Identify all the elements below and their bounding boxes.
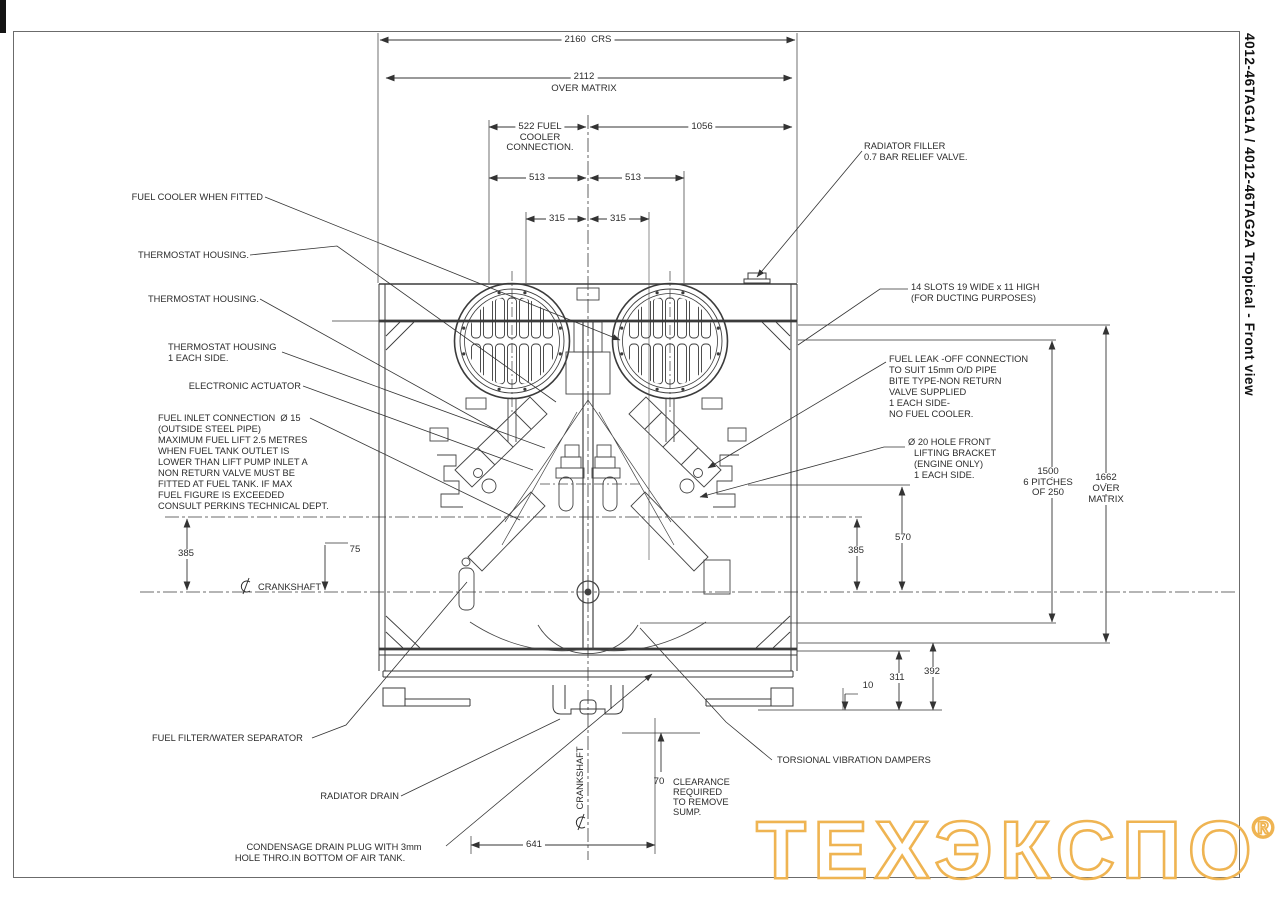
radiator-filler-cap <box>740 272 772 285</box>
label-fuel-inlet-5: LOWER THAN LIFT PUMP INLET A <box>158 457 308 467</box>
label-fuel-inlet-2: (OUTSIDE STEEL PIPE) <box>158 424 261 434</box>
dim-641: 641 <box>522 840 546 850</box>
dim-315-right: 315 <box>606 214 630 224</box>
dim-311: 311 <box>886 673 908 683</box>
label-thermostat-housing-3b: 1 EACH SIDE. <box>168 353 229 363</box>
label-thermostat-housing-3: THERMOSTAT HOUSING <box>168 342 277 352</box>
engine-core <box>429 219 747 654</box>
label-leak-off-3: BITE TYPE-NON RETURN <box>889 376 1002 386</box>
label-slots-2: (FOR DUCTING PURPOSES) <box>911 293 1036 303</box>
label-clearance-2: REQUIRED <box>673 787 723 797</box>
drawing-border <box>13 31 1240 878</box>
label-radiator-filler-2: 0.7 BAR RELIEF VALVE. <box>864 152 968 162</box>
label-fuel-filter-water-separator: FUEL FILTER/WATER SEPARATOR <box>152 733 303 743</box>
dim-10: 10 <box>862 680 874 691</box>
label-fuel-inlet-3: MAXIMUM FUEL LIFT 2.5 METRES <box>158 435 308 445</box>
dim-392: 392 <box>920 667 944 677</box>
dim-315-left: 315 <box>545 214 569 224</box>
dim-1500: 1500 <box>1034 467 1062 477</box>
scan-edge-strip <box>0 0 6 33</box>
dim-1662-l3: MATRIX <box>1085 495 1127 505</box>
label-thermostat-housing-2: THERMOSTAT HOUSING. <box>147 294 259 304</box>
left-fan-guard <box>455 271 570 415</box>
label-condensage-2: HOLE THRO.IN BOTTOM OF AIR TANK. <box>234 853 406 863</box>
label-leak-off-2: TO SUIT 15mm O/D PIPE <box>889 365 997 375</box>
sheet-title: 4012-46TAG1A / 4012-46TAG2A Tropical - F… <box>1242 33 1257 397</box>
right-fan-guard <box>613 271 728 415</box>
label-leak-off-1: FUEL LEAK -OFF CONNECTION <box>889 354 1029 364</box>
label-leak-off-4: VALVE SUPPLIED <box>889 387 967 397</box>
dim-1500-l2: 6 PITCHES <box>1020 478 1076 488</box>
label-clearance-1: CLEARANCE <box>673 777 730 787</box>
dim-522-1: 522 FUEL <box>515 122 565 132</box>
leader-lines <box>249 150 908 847</box>
label-fuel-inlet-4: WHEN FUEL TANK OUTLET IS <box>158 446 290 456</box>
centreline-symbol-bottom <box>575 813 586 831</box>
label-slots-1: 14 SLOTS 19 WIDE x 11 HIGH <box>911 282 1040 292</box>
dim-385-right: 385 <box>844 546 868 556</box>
dim-2112: 2112 <box>570 72 598 82</box>
centreline-symbol-left <box>240 577 251 595</box>
label-thermostat-housing-1: THERMOSTAT HOUSING. <box>137 250 249 260</box>
dim-1662: 1662 <box>1092 473 1120 483</box>
label-condensage-1: CONDENSAGE DRAIN PLUG WITH 3mm <box>246 842 422 852</box>
dim-1500-l3: OF 250 <box>1029 488 1067 498</box>
dim-75: 75 <box>349 544 361 555</box>
label-hole20-4: 1 EACH SIDE. <box>914 470 975 480</box>
dim-513-left: 513 <box>525 173 549 183</box>
dim-1056: 1056 <box>688 122 716 132</box>
label-hole20-2: LIFTING BRACKET <box>914 448 997 458</box>
label-hole20-3: (ENGINE ONLY) <box>914 459 984 469</box>
dim-522-2: COOLER <box>516 133 564 143</box>
dim-513-right: 513 <box>621 173 645 183</box>
label-radiator-filler-1: RADIATOR FILLER <box>864 141 946 151</box>
label-clearance-3: TO REMOVE <box>673 797 729 807</box>
label-leak-off-6: NO FUEL COOLER. <box>889 409 974 419</box>
label-fuel-inlet-1: FUEL INLET CONNECTION Ø 15 <box>158 413 301 423</box>
label-fuel-inlet-8: FUEL FIGURE IS EXCEEDED <box>158 490 285 500</box>
dim-2112-label: OVER MATRIX <box>548 84 620 94</box>
dim-522-3: CONNECTION. <box>503 143 577 153</box>
dim-1662-l2: OVER <box>1089 484 1123 494</box>
label-radiator-drain: RADIATOR DRAIN <box>320 791 399 801</box>
label-hole20-1: Ø 20 HOLE FRONT <box>908 437 991 447</box>
dim-70: 70 <box>653 776 665 787</box>
dim-385-left: 385 <box>174 549 198 559</box>
label-fuel-cooler-when-fitted: FUEL COOLER WHEN FITTED <box>131 192 263 202</box>
label-fuel-inlet-6: NON RETURN VALVE MUST BE <box>158 468 295 478</box>
label-fuel-inlet-7: FITTED AT FUEL TANK. IF MAX <box>158 479 293 489</box>
label-clearance-4: SUMP. <box>673 807 702 817</box>
label-torsional-dampers: TORSIONAL VIBRATION DAMPERS <box>777 755 931 765</box>
label-crankshaft-left: CRANKSHAFT <box>258 582 322 592</box>
label-leak-off-5: 1 EACH SIDE- <box>889 398 950 408</box>
label-crankshaft-bottom: CRANKSHAFT <box>575 746 585 810</box>
label-fuel-inlet-9: CONSULT PERKINS TECHNICAL DEPT. <box>158 501 329 511</box>
dim-2160-crs: 2160 CRS <box>561 35 615 45</box>
dim-570: 570 <box>891 533 915 543</box>
label-electronic-actuator: ELECTRONIC ACTUATOR <box>188 381 301 391</box>
